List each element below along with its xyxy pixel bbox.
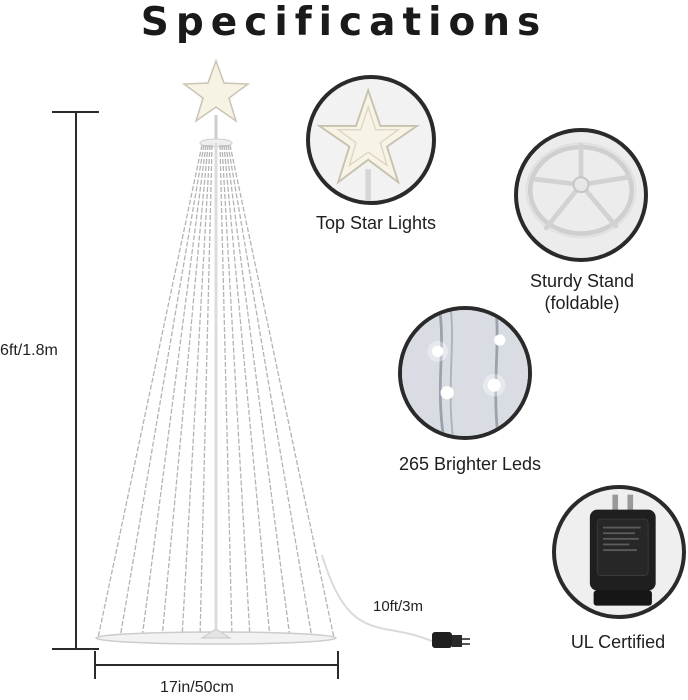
width-dimension-line <box>94 664 338 666</box>
adapter-icon <box>589 494 656 606</box>
led-detail-circle <box>398 306 532 440</box>
plug-icon <box>432 632 470 648</box>
width-dimension-cap-right <box>337 651 339 679</box>
stand-label-line1: Sturdy Stand <box>529 271 635 291</box>
led-count-label: 265 Brighter Leds <box>398 454 542 474</box>
power-cable <box>321 554 433 642</box>
star-icon <box>316 87 421 201</box>
stand-icon <box>525 142 637 239</box>
top-star-label: Top Star Lights <box>315 213 437 233</box>
stand-label-line2: (foldable) <box>544 293 620 313</box>
height-dimension-cap-bottom <box>52 648 99 650</box>
height-dimension-line <box>75 112 77 649</box>
cone-tree-illustration <box>95 58 470 648</box>
page-title: Specifications <box>140 0 548 45</box>
height-label: 6ft/1.8m <box>0 340 58 362</box>
adapter-detail-circle <box>552 485 686 619</box>
cable-length-label: 10ft/3m <box>373 598 424 615</box>
ul-certified-label: UL Certified <box>570 632 666 652</box>
width-dimension-cap-left <box>94 651 96 679</box>
tree-top-star-icon <box>181 58 251 123</box>
width-label: 17in/50cm <box>160 679 234 696</box>
led-strands <box>97 144 335 639</box>
led-icon <box>402 310 528 436</box>
stand-detail-circle <box>514 128 648 262</box>
height-dimension-cap-top <box>52 111 99 113</box>
top-star-detail-circle <box>306 75 436 205</box>
